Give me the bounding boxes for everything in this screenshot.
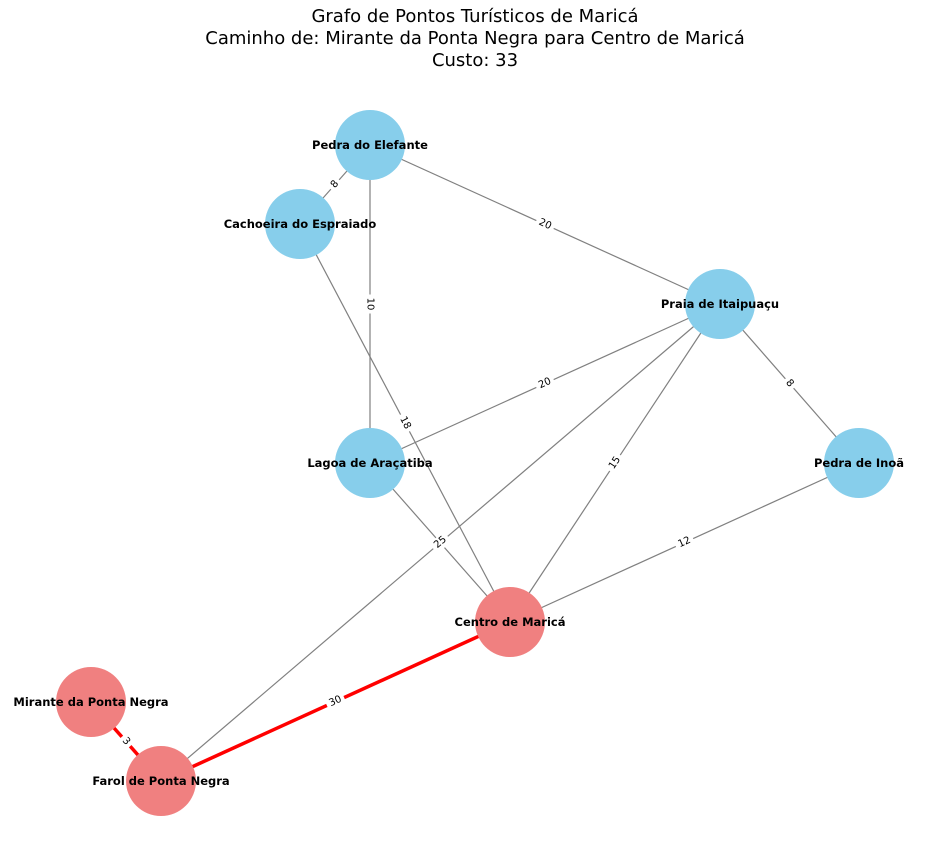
edge-weight-label: 18 <box>397 415 413 431</box>
edge-weight-bg <box>324 691 347 712</box>
edge-weight-bg <box>363 294 377 314</box>
title-line-1: Grafo de Pontos Turísticos de Maricá <box>311 6 639 27</box>
edge-weight-bg <box>394 411 416 435</box>
edge-weight-bg <box>533 214 557 235</box>
node-label-mirante: Mirante da Ponta Negra <box>13 695 168 709</box>
node-aracatiba[interactable] <box>335 428 405 498</box>
chart-title: Grafo de Pontos Turísticos de Maricá Cam… <box>0 6 950 72</box>
edge-weight-cachoeira-centro: 18 <box>394 411 416 435</box>
edge-weight-label: 12 <box>676 535 692 550</box>
edge-weight-itaipuacu-centro: 15 <box>604 451 626 475</box>
edge-weight-bg <box>673 532 696 553</box>
node-label-centro: Centro de Maricá <box>455 615 566 629</box>
node-itaipuacu[interactable] <box>685 269 755 339</box>
edge-weight-elefante-aracatiba: 10 <box>363 294 377 314</box>
node-label-itaipuacu: Praia de Itaipuaçu <box>661 297 779 311</box>
node-elefante[interactable] <box>335 110 405 180</box>
edge-weight-itaipuacu-farol: 25 <box>429 531 452 554</box>
edge-weight-label: 10 <box>365 298 376 311</box>
edge-weight-bg <box>533 373 557 394</box>
node-label-inoa: Pedra de Inoã <box>814 456 904 470</box>
edge-weight-inoa-centro: 12 <box>673 532 696 553</box>
node-label-cachoeira: Cachoeira do Espraiado <box>224 217 377 231</box>
edge-weight-itaipuacu-inoa: 8 <box>780 374 799 393</box>
node-mirante[interactable] <box>56 667 126 737</box>
node-cachoeira[interactable] <box>265 189 335 259</box>
title-line-3: Custo: 33 <box>431 50 519 71</box>
edge-weight-label: 30 <box>327 694 343 709</box>
edge-weight-elefante-itaipuacu: 20 <box>533 214 557 235</box>
edge-weight-bg <box>604 451 626 475</box>
edge-weight-bg <box>429 531 452 554</box>
edge-weight-itaipuacu-aracatiba: 20 <box>533 373 557 394</box>
edge-weight-bg <box>780 374 799 393</box>
edge-weight-bg <box>116 732 136 751</box>
edge-weight-bg <box>325 175 345 194</box>
edge-weight-mirante-farol: 3 <box>116 732 136 751</box>
node-label-elefante: Pedra do Elefante <box>312 138 428 152</box>
node-centro[interactable] <box>475 587 545 657</box>
edges-layer <box>89 144 860 783</box>
edge-weight-label: 20 <box>537 217 553 232</box>
edge-weight-label: 20 <box>537 376 553 391</box>
node-farol[interactable] <box>126 746 196 816</box>
edge-weight-centro-farol: 30 <box>324 691 347 712</box>
nodes-layer <box>56 110 894 816</box>
node-label-aracatiba: Lagoa de Araçatiba <box>307 456 432 470</box>
edge-labels-layer: 8 20 10 18 20 8 15 25 12 30 3 <box>116 175 799 751</box>
title-line-2: Caminho de: Mirante da Ponta Negra para … <box>205 28 745 49</box>
edge-weight-elefante-cachoeira: 8 <box>325 175 345 194</box>
node-inoa[interactable] <box>824 428 894 498</box>
node-label-farol: Farol de Ponta Negra <box>92 774 229 788</box>
